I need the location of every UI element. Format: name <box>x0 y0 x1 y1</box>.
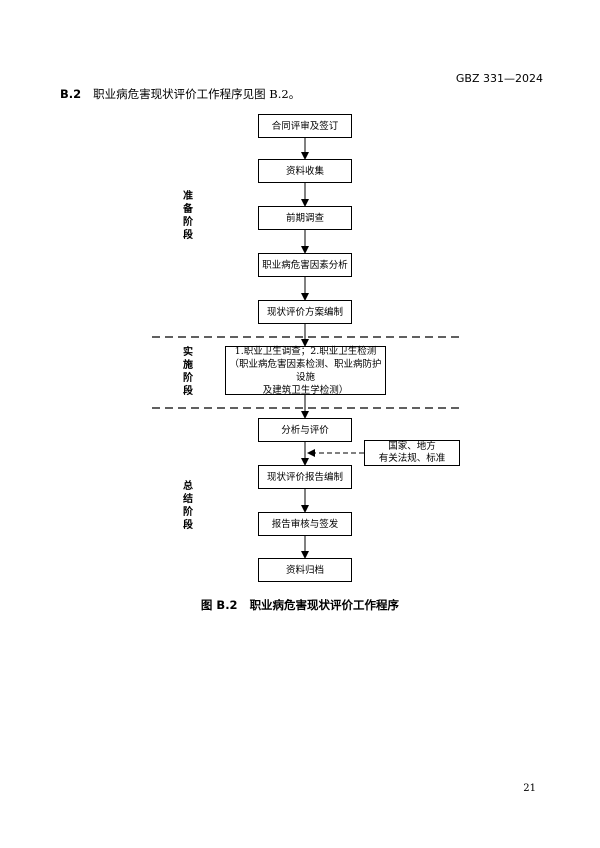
step-plan-preparation: 现状评价方案编制 <box>258 300 352 324</box>
section-heading: B.2 职业病危害现状评价工作程序见图 B.2。 <box>60 86 300 102</box>
regulations-line-1: 国家、地方 <box>388 441 436 452</box>
step-report-review: 报告审核与签发 <box>258 512 352 536</box>
figure-title: 职业病危害现状评价工作程序 <box>249 598 400 612</box>
step-contract-review: 合同评审及签订 <box>258 114 352 138</box>
section-number: B.2 <box>60 87 82 101</box>
phase-label-summary: 总结阶段 <box>183 481 193 531</box>
step-hazard-analysis: 职业病危害因素分析 <box>258 253 352 277</box>
step-survey-and-testing: 1.职业卫生调查；2.职业卫生检测 （职业病危害因素检测、职业病防护设施 及建筑… <box>225 345 386 396</box>
figure-caption: 图 B.2 职业病危害现状评价工作程序 <box>0 597 600 613</box>
regulations-line-2: 有关法规、标准 <box>378 453 446 464</box>
step-archiving: 资料归档 <box>258 558 352 582</box>
document-code: GBZ 331—2024 <box>455 72 543 85</box>
step-report-preparation: 现状评价报告编制 <box>258 465 352 489</box>
regulations-box: 国家、地方 有关法规、标准 <box>364 440 460 466</box>
section-text: 职业病危害现状评价工作程序见图 B.2。 <box>93 87 301 101</box>
phase-label-prepare: 准备阶段 <box>183 191 193 241</box>
step-survey-line-3: 及建筑卫生学检测） <box>262 384 349 396</box>
step-analysis-evaluation: 分析与评价 <box>258 418 352 442</box>
page-number: 21 <box>523 783 536 794</box>
step-survey-line-2: （职业病危害因素检测、职业病防护设施 <box>229 358 382 383</box>
step-data-collection: 资料收集 <box>258 159 352 183</box>
phase-label-implement: 实施阶段 <box>183 347 193 397</box>
step-survey-line-1: 1.职业卫生调查；2.职业卫生检测 <box>234 345 377 357</box>
step-preliminary-survey: 前期调查 <box>258 206 352 230</box>
figure-number: 图 B.2 <box>200 598 238 612</box>
